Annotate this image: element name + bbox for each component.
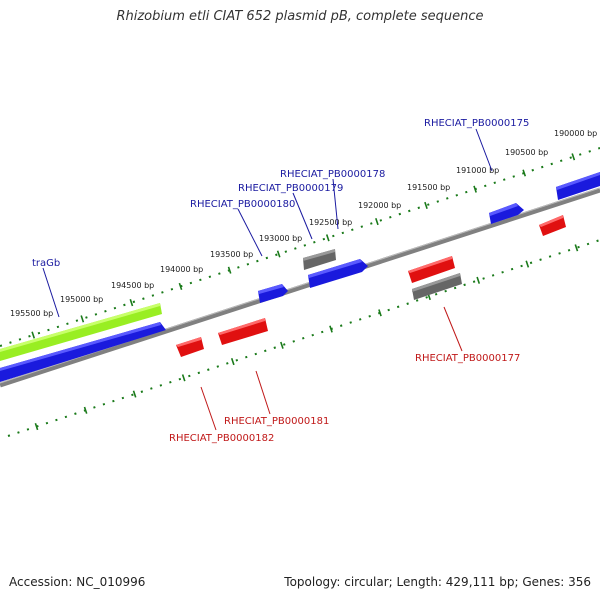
major-tick (424, 201, 428, 209)
label-leaders (42, 128, 493, 431)
tick-label: 193000 bp (259, 234, 302, 243)
feature-label-rheciat-pb0000178[interactable]: RHECIAT_PB0000178 (280, 169, 385, 180)
tick-label: 194000 bp (160, 265, 203, 274)
forward-gene[interactable] (556, 172, 600, 200)
major-tick (178, 282, 183, 291)
tick-label: 191000 bp (456, 166, 499, 175)
major-tick (230, 358, 235, 366)
feature-label-rheciat-pb0000179[interactable]: RHECIAT_PB0000179 (238, 183, 343, 194)
major-tick (525, 260, 530, 268)
tick-label: 192500 bp (309, 218, 352, 227)
tick-label: 194500 bp (111, 281, 154, 290)
tick-label: 190500 bp (505, 148, 548, 157)
other-feature[interactable] (412, 273, 462, 300)
tick-label: 192000 bp (358, 201, 401, 210)
topology-summary: Topology: circular; Length: 429,111 bp; … (284, 575, 591, 589)
major-tick (34, 422, 39, 431)
major-tick (132, 390, 137, 398)
forward-gene[interactable] (0, 322, 166, 382)
reverse-genes[interactable] (176, 215, 566, 357)
upper-tick-track (0, 147, 600, 347)
feature-label-rheciat-pb0000181[interactable]: RHECIAT_PB0000181 (224, 416, 329, 427)
major-tick (31, 331, 36, 339)
tick-label: 191500 bp (407, 183, 450, 192)
reverse-gene[interactable] (408, 256, 455, 283)
major-tick (280, 341, 284, 349)
feature-names: RHECIAT_PB0000175 RHECIAT_PB0000178 RHEC… (32, 118, 529, 444)
tick-label: 193500 bp (210, 250, 253, 259)
forward-gene[interactable] (489, 203, 524, 224)
major-tick (473, 185, 477, 193)
major-tick (476, 276, 481, 284)
major-tick (325, 234, 330, 242)
forward-gene[interactable] (258, 284, 288, 303)
feature-label-rheciat-pb0000177[interactable]: RHECIAT_PB0000177 (415, 353, 520, 364)
accession-text: Accession: NC_010996 (9, 575, 146, 589)
major-tick (574, 244, 579, 252)
feature-label-rheciat-pb0000175[interactable]: RHECIAT_PB0000175 (424, 118, 529, 129)
forward-gene[interactable] (308, 259, 368, 288)
tick-label: 195000 bp (60, 295, 103, 304)
other-feature[interactable] (303, 249, 336, 270)
major-tick (227, 266, 232, 274)
reverse-gene[interactable] (176, 337, 204, 357)
feature-label-rheciat-pb0000182[interactable]: RHECIAT_PB0000182 (169, 433, 274, 444)
feature-label-rheciat-pb0000180[interactable]: RHECIAT_PB0000180 (190, 199, 295, 210)
major-tick (522, 169, 527, 177)
feature-label-tragb[interactable]: traGb (32, 258, 60, 269)
map-title: Rhizobium etli CIAT 652 plasmid pB, comp… (116, 9, 484, 24)
forward-genes[interactable] (0, 172, 600, 382)
major-tick (329, 325, 333, 333)
lower-tick-track (7, 239, 600, 437)
major-tick (571, 153, 576, 161)
major-tick (378, 309, 382, 317)
major-tick (181, 374, 186, 382)
position-tick-labels: 190000 bp 190500 bp 191000 bp 191500 bp … (10, 129, 597, 318)
major-tick (129, 299, 134, 307)
major-tick (83, 406, 88, 414)
tick-label: 190000 bp (554, 129, 597, 138)
reverse-gene[interactable] (218, 318, 268, 345)
major-tick (375, 218, 379, 226)
major-tick (80, 315, 85, 323)
other-features[interactable] (303, 249, 462, 300)
reverse-gene[interactable] (539, 215, 566, 236)
major-tick (276, 250, 281, 258)
tick-label: 195500 bp (10, 309, 53, 318)
gene-traGb[interactable] (0, 303, 162, 361)
